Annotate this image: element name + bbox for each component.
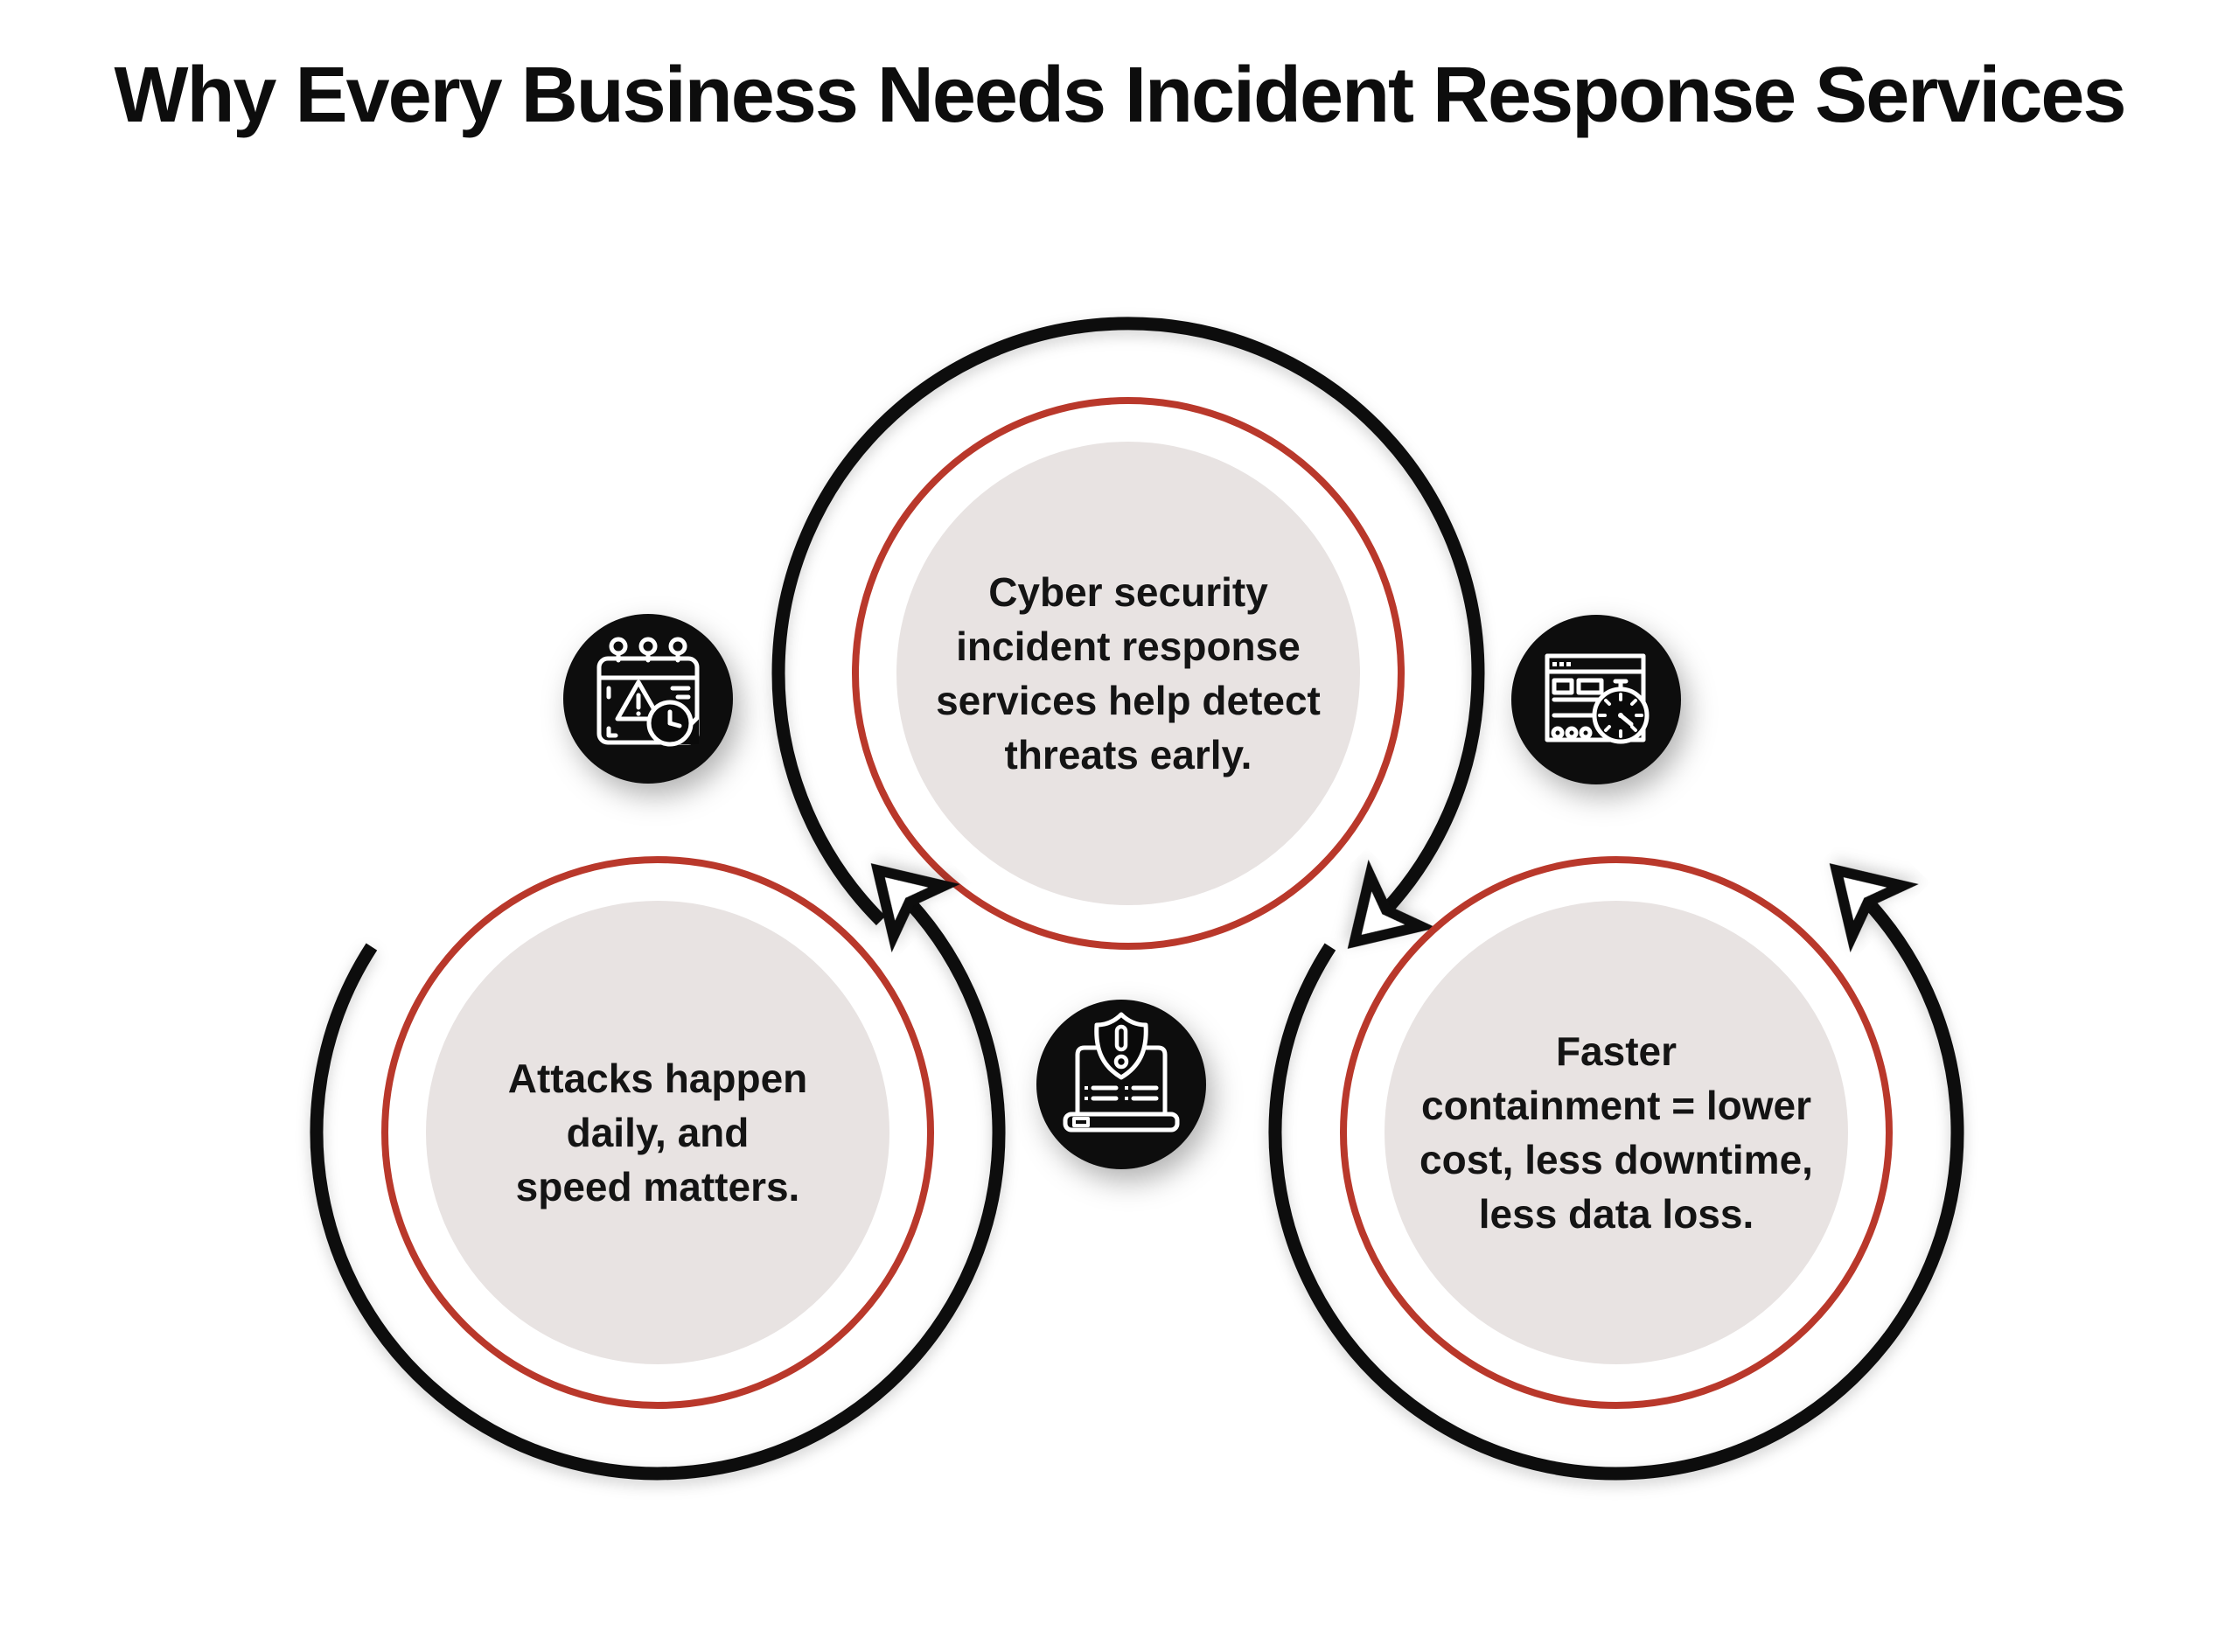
bottom-left-circle-group [310,845,1006,1481]
top-circle-group [771,317,1485,967]
page-title: Why Every Business Needs Incident Respon… [114,52,2127,139]
bottom-right-circle-group [1268,845,1964,1481]
webpage-speed-stopwatch-icon [1511,615,1681,784]
bottom-right-gray-disc [1385,901,1848,1364]
bottom-right-red-ring [1340,856,1893,1409]
top-circle-text: Cyber security incident response service… [936,568,1321,778]
bottom-left-circle-text: Attacks happen daily, and speed matters. [507,1055,808,1210]
bottom-left-cycle-arc [310,886,1006,1481]
laptop-shield-alert-icon [1036,1000,1206,1169]
bottom-right-circle-text: Faster containment = lower cost, less do… [1419,1028,1813,1237]
top-cycle-arc [771,317,1485,926]
calendar-alert-clock-icon [563,614,733,784]
bottom-left-gray-disc [426,901,889,1364]
bottom-left-red-ring [381,856,934,1409]
top-gray-disc [896,442,1360,905]
top-red-ring [852,397,1405,950]
bottom-right-cycle-arc [1268,886,1964,1481]
